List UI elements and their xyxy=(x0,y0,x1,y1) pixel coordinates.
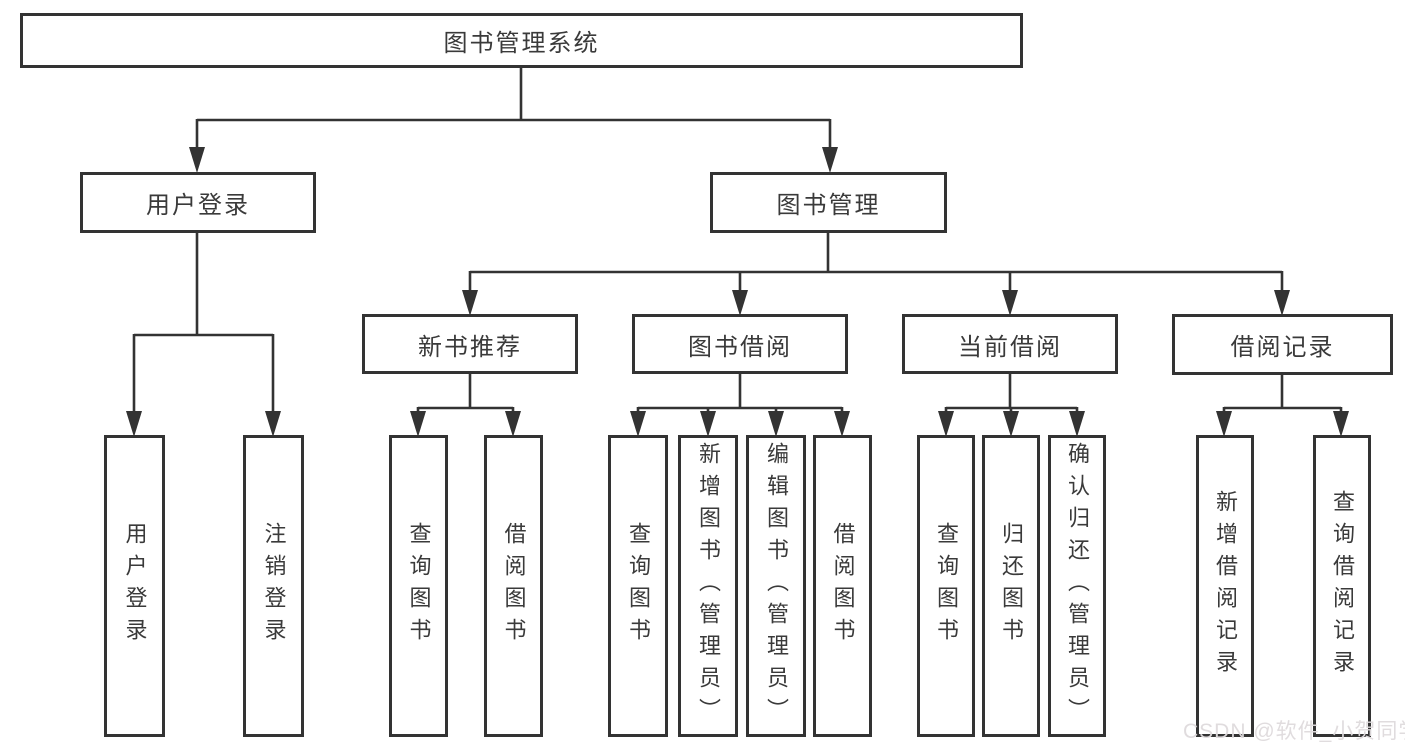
leaf-borrow-books-recommend-label: 借阅图书 xyxy=(501,522,527,650)
leaf-logout-label: 注销登录 xyxy=(261,522,287,650)
node-current-borrow: 当前借阅 xyxy=(902,314,1118,374)
leaf-add-book-admin-label: 新增图书（管理员） xyxy=(696,442,721,730)
leaf-return-books-label: 归还图书 xyxy=(999,522,1024,650)
node-user-login-label: 用户登录 xyxy=(146,192,250,219)
node-root: 图书管理系统 xyxy=(20,13,1023,68)
leaf-borrow-books-recommend: 借阅图书 xyxy=(484,435,543,737)
node-book-management: 图书管理 xyxy=(710,172,947,233)
leaf-query-books-recommend-label: 查询图书 xyxy=(406,522,432,650)
leaf-query-borrow-record-label: 查询借阅记录 xyxy=(1330,490,1355,682)
leaf-confirm-return-admin: 确认归还（管理员） xyxy=(1048,435,1106,737)
node-book-management-label: 图书管理 xyxy=(776,192,881,219)
leaf-edit-book-admin-label: 编辑图书（管理员） xyxy=(764,442,789,730)
leaf-query-books-current: 查询图书 xyxy=(917,435,975,737)
leaf-add-book-admin: 新增图书（管理员） xyxy=(678,435,738,737)
leaf-query-books-borrow: 查询图书 xyxy=(608,435,668,737)
leaf-user-login-label: 用户登录 xyxy=(122,522,148,650)
node-borrow-records-label: 借阅记录 xyxy=(1230,334,1335,361)
node-book-borrow: 图书借阅 xyxy=(632,314,848,374)
leaf-borrow-books-2-label: 借阅图书 xyxy=(830,522,856,650)
leaf-user-login: 用户登录 xyxy=(104,435,165,737)
leaf-add-borrow-record-label: 新增借阅记录 xyxy=(1213,490,1238,682)
node-root-label: 图书管理系统 xyxy=(443,30,600,57)
node-book-borrow-label: 图书借阅 xyxy=(688,333,792,361)
arrowhead-group xyxy=(126,147,1349,437)
leaf-query-borrow-record: 查询借阅记录 xyxy=(1313,435,1371,737)
node-current-borrow-label: 当前借阅 xyxy=(958,333,1062,361)
node-borrow-records: 借阅记录 xyxy=(1172,314,1393,375)
leaf-logout: 注销登录 xyxy=(243,435,304,737)
node-new-book-recommend: 新书推荐 xyxy=(362,314,578,374)
leaf-query-books-current-label: 查询图书 xyxy=(934,522,959,650)
leaf-query-books-recommend: 查询图书 xyxy=(389,435,448,737)
leaf-query-books-borrow-label: 查询图书 xyxy=(626,522,651,650)
leaf-edit-book-admin: 编辑图书（管理员） xyxy=(746,435,806,737)
leaf-confirm-return-admin-label: 确认归还（管理员） xyxy=(1065,442,1090,730)
csdn-watermark: CSDN @软件_小贺同学 xyxy=(1183,720,1405,743)
leaf-borrow-books-2: 借阅图书 xyxy=(813,435,872,737)
node-user-login: 用户登录 xyxy=(80,172,316,233)
node-new-book-recommend-label: 新书推荐 xyxy=(418,333,522,361)
leaf-add-borrow-record: 新增借阅记录 xyxy=(1196,435,1254,737)
leaf-return-books: 归还图书 xyxy=(982,435,1040,737)
